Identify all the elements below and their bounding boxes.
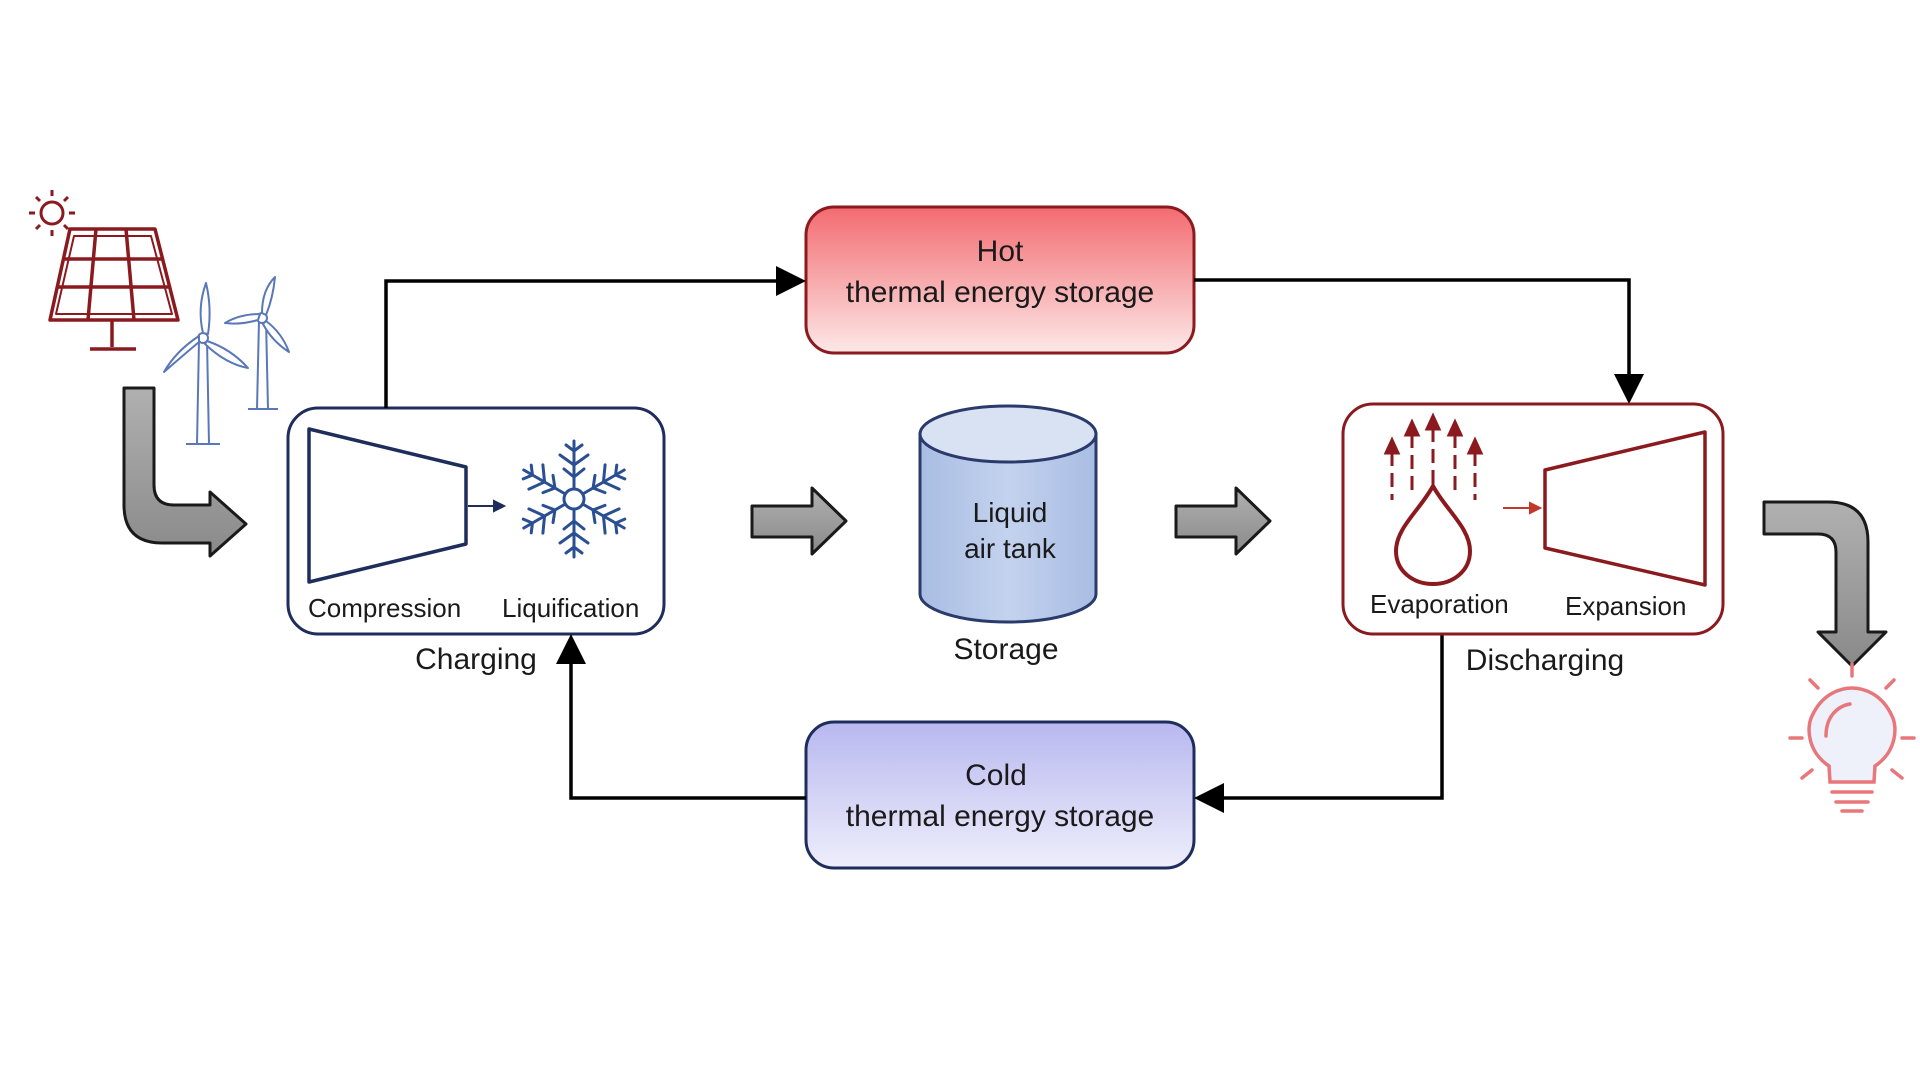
- expansion-label: Expansion: [1565, 591, 1686, 621]
- storage-to-discharging-arrow: [1174, 486, 1272, 556]
- light-bulb-icon: [1788, 662, 1916, 813]
- storage-caption: Storage: [953, 633, 1058, 666]
- energy-input-arrow: [122, 386, 248, 558]
- arrowhead-into-hot: [776, 266, 806, 296]
- wind-turbine-icon: [163, 276, 290, 445]
- cold-storage-title: Cold: [965, 759, 1027, 792]
- cold-storage-box: [804, 720, 1196, 870]
- compression-label: Compression: [308, 593, 461, 623]
- hot-to-discharging-flow: [1194, 278, 1631, 376]
- solar-panel-icon: [48, 227, 180, 351]
- tank-label-line1: Liquid: [973, 497, 1048, 528]
- drop-icon: [1393, 481, 1473, 587]
- cold-storage-subtitle: thermal energy storage: [846, 800, 1155, 833]
- sun-icon: [29, 190, 75, 236]
- snowflake-icon: [515, 439, 633, 559]
- compressor-icon: [307, 427, 468, 584]
- liquification-label: Liquification: [502, 593, 639, 623]
- small-arrow-right-icon-red: [1503, 501, 1543, 515]
- charging-to-storage-arrow: [750, 486, 848, 556]
- charging-to-hot-flow: [384, 279, 778, 408]
- cold-to-charging-flow: [569, 662, 806, 800]
- charging-caption: Charging: [415, 643, 537, 676]
- tank-label-line2: air tank: [964, 533, 1057, 564]
- discharging-caption: Discharging: [1466, 644, 1624, 677]
- arrowhead-into-charging: [556, 634, 586, 664]
- energy-output-arrow: [1762, 500, 1888, 668]
- expander-icon: [1543, 430, 1707, 587]
- hot-storage-subtitle: thermal energy storage: [846, 276, 1155, 309]
- discharging-to-cold-flow: [1222, 634, 1444, 800]
- evaporation-label: Evaporation: [1370, 589, 1509, 619]
- arrowhead-into-discharging: [1614, 374, 1644, 404]
- liquid-air-tank: [918, 404, 1098, 624]
- small-arrow-right-icon: [468, 499, 507, 513]
- hot-storage-title: Hot: [977, 235, 1024, 268]
- rising-vapor-arrows-icon: [1383, 412, 1484, 500]
- arrowhead-into-cold: [1194, 783, 1224, 813]
